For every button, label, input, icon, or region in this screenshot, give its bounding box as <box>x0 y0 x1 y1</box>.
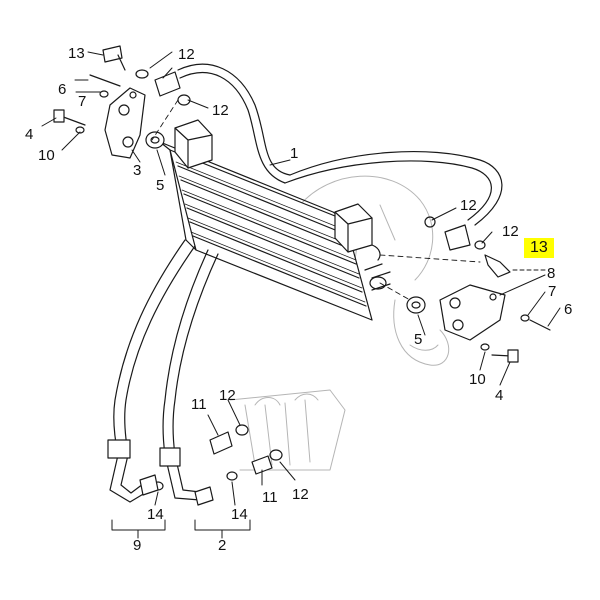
callout-part-12-d: 12 <box>502 223 519 240</box>
callout-part-12-b: 12 <box>212 102 229 119</box>
callout-part-12-e: 12 <box>219 387 236 404</box>
mounting-bracket-left <box>104 87 146 159</box>
alignment-dashes <box>151 99 481 301</box>
callout-part-13-highlighted: 13 <box>524 238 554 258</box>
callout-part-3: 3 <box>133 162 142 179</box>
callout-part-10-left: 10 <box>38 147 55 164</box>
lower-oil-hoses <box>107 239 219 503</box>
callout-part-5-right: 5 <box>414 331 423 348</box>
callout-part-6-left: 6 <box>58 81 67 98</box>
upper-oil-hose <box>177 63 503 226</box>
callout-part-11-bottom: 11 <box>262 489 278 506</box>
callout-part-7-right: 7 <box>548 283 557 300</box>
hardware-fasteners <box>53 45 551 506</box>
callout-part-5-left: 5 <box>156 177 165 194</box>
callout-part-12-f: 12 <box>292 486 309 503</box>
callout-part-7-left: 7 <box>78 93 87 110</box>
callout-part-8: 8 <box>547 265 556 282</box>
callout-part-12-a: 12 <box>178 46 195 63</box>
callout-part-10-right: 10 <box>469 371 486 388</box>
callout-part-4-left: 4 <box>25 126 34 143</box>
leader-lines <box>41 51 561 539</box>
callout-part-2: 2 <box>218 537 227 554</box>
callout-part-13-top: 13 <box>68 45 85 62</box>
mounting-bracket-right <box>439 284 506 341</box>
callout-part-4-right: 4 <box>495 387 504 404</box>
engine-ghost-outline <box>229 175 450 471</box>
callout-part-14-left: 14 <box>147 506 164 523</box>
callout-part-1: 1 <box>290 145 299 162</box>
oil-cooler-radiator <box>159 119 391 321</box>
callout-part-12-c: 12 <box>460 197 477 214</box>
callout-part-6-right: 6 <box>564 301 573 318</box>
callout-part-14-right: 14 <box>231 506 248 523</box>
callout-part-9: 9 <box>133 537 142 554</box>
callout-part-11-top: 11 <box>191 396 207 413</box>
